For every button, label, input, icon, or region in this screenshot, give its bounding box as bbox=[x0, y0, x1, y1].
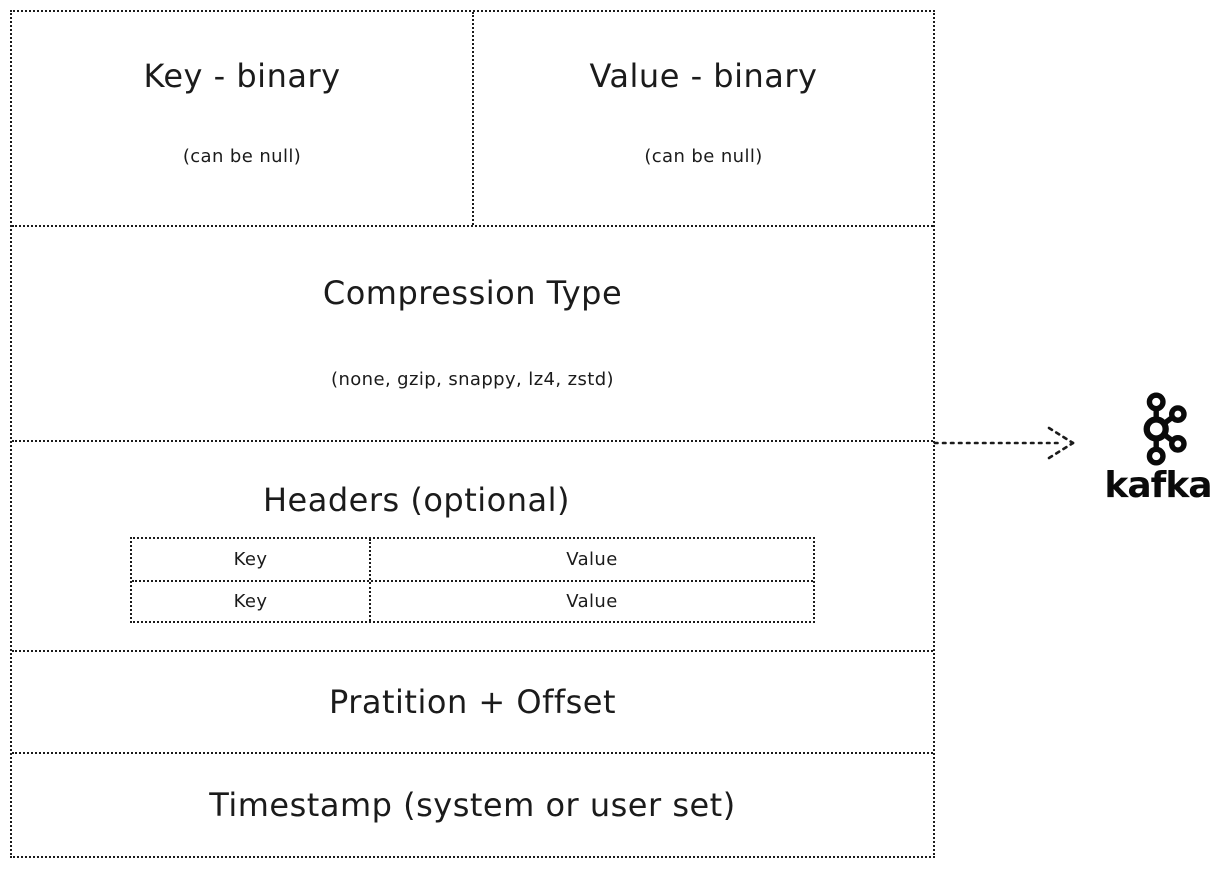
kafka-record-box: Key - binary (can be null) Value - binar… bbox=[10, 10, 935, 858]
header-value-cell: Value bbox=[566, 591, 618, 612]
key-binary-title: Key - binary bbox=[143, 57, 341, 95]
headers-title: Headers (optional) bbox=[262, 481, 570, 519]
headers-key-value-table: Key Value Key Value bbox=[130, 537, 815, 623]
timestamp-title: Timestamp (system or user set) bbox=[209, 786, 736, 824]
value-binary-cell: Value - binary (can be null) bbox=[474, 12, 933, 225]
headers-table-row: Key Value bbox=[132, 580, 813, 621]
value-binary-note: (can be null) bbox=[644, 146, 763, 167]
row-headers: Headers (optional) Key Value Key Value bbox=[12, 440, 933, 650]
header-value-cell: Value bbox=[566, 549, 618, 570]
compression-note: (none, gzip, snappy, lz4, zstd) bbox=[331, 369, 614, 390]
kafka-icon bbox=[1143, 392, 1187, 466]
key-binary-cell: Key - binary (can be null) bbox=[12, 12, 474, 225]
key-binary-note: (can be null) bbox=[182, 146, 302, 167]
header-key-cell: Key bbox=[132, 582, 371, 621]
kafka-wordmark: kafka bbox=[1104, 465, 1212, 506]
partition-offset-title: Pratition + Offset bbox=[328, 683, 616, 721]
compression-title: Compression Type bbox=[322, 274, 623, 312]
dotted-arrow-icon bbox=[933, 426, 1075, 460]
row-timestamp: Timestamp (system or user set) bbox=[12, 752, 933, 856]
headers-table-row: Key Value bbox=[132, 539, 813, 580]
value-binary-title: Value - binary bbox=[589, 57, 818, 95]
row-compression-type: Compression Type (none, gzip, snappy, lz… bbox=[12, 225, 933, 440]
row-key-value: Key - binary (can be null) Value - binar… bbox=[12, 12, 933, 225]
kafka-logo: kafka bbox=[1099, 392, 1217, 504]
row-partition-offset: Pratition + Offset bbox=[12, 650, 933, 752]
header-key-cell: Key bbox=[132, 539, 371, 580]
